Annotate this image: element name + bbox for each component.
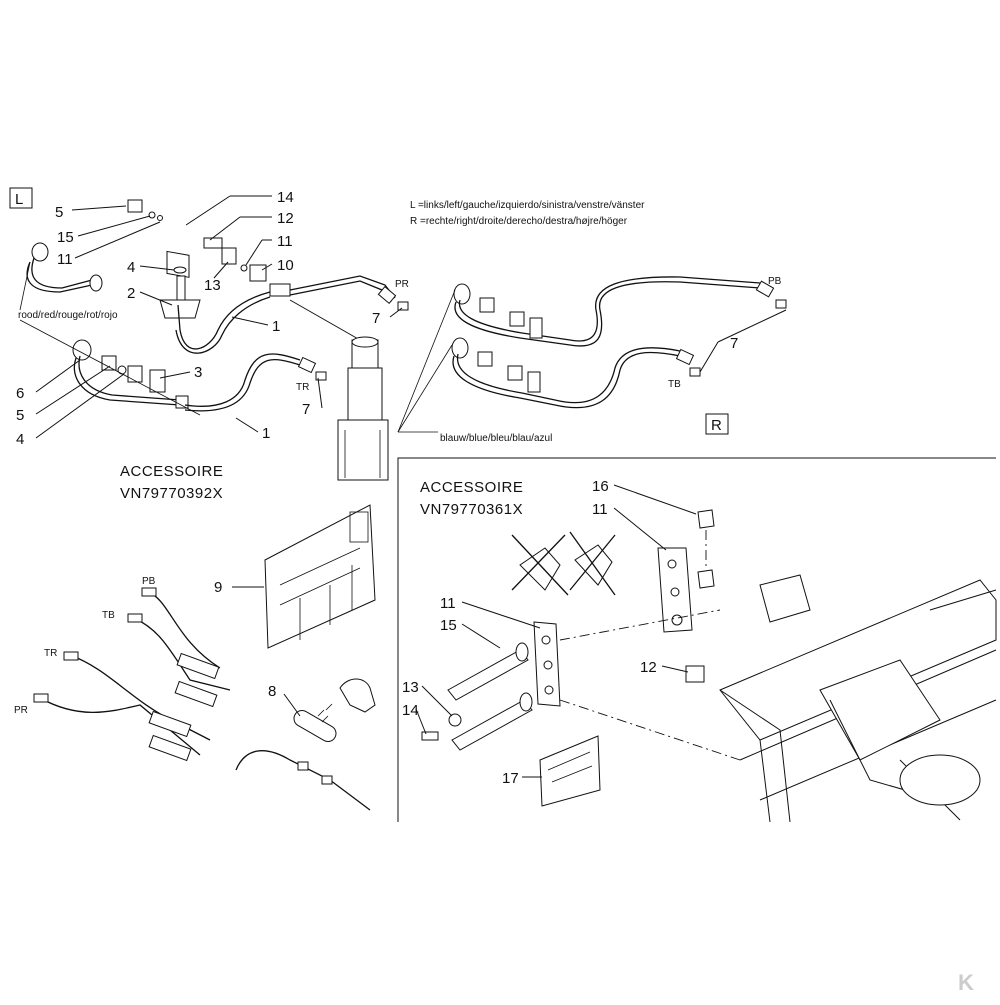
callout-11: 11 <box>57 251 73 268</box>
legend-right: R =rechte/right/droite/derecho/destra/hø… <box>410 216 628 227</box>
hose-label-tr: TR <box>44 648 57 659</box>
callout-12: 12 <box>277 210 294 227</box>
view-right: PB TB 7 blauw/blue/bleu/blau/azul R <box>397 276 787 444</box>
callout-11-upper: 11 <box>592 501 608 518</box>
callout-7b: 7 <box>302 401 310 418</box>
tee-fitting <box>269 283 291 297</box>
port-label-tr: TR <box>296 382 309 393</box>
pin-15-lower <box>451 699 533 751</box>
hose-upper-left <box>26 261 93 293</box>
view-right-tag-box <box>705 413 729 435</box>
hose-pr <box>39 697 201 756</box>
clip-16 <box>697 509 715 529</box>
callout-5b: 5 <box>16 407 24 424</box>
cylinder-base <box>337 419 389 481</box>
crossed-plate-2 <box>569 531 616 596</box>
callout-5: 5 <box>55 204 63 221</box>
callout-15: 15 <box>57 229 74 246</box>
cylinder-body <box>347 367 383 429</box>
fitting-4 <box>127 365 143 383</box>
seal-11 <box>240 264 248 272</box>
decal-17 <box>539 735 601 807</box>
washer-4 <box>173 266 187 274</box>
hose-right-lower <box>452 355 556 406</box>
accessory-right: ACCESSOIRE VN79770361X <box>397 457 997 823</box>
callout-3: 3 <box>194 364 202 381</box>
hose-color-label-red: rood/red/rouge/rot/rojo <box>18 310 118 321</box>
callout-11-lower: 11 <box>440 595 456 612</box>
bracket-3 <box>149 369 166 393</box>
accessory-right-title: ACCESSOIRE <box>420 479 523 496</box>
fitting-elbow-lower <box>72 339 92 361</box>
accessory-left: ACCESSOIRE VN79770392X 9 PB TB TR PR 8 <box>14 463 376 811</box>
callout-17: 17 <box>502 770 519 787</box>
callout-14: 14 <box>402 702 419 719</box>
view-left: L PR <box>9 187 409 481</box>
port-label-tb: TB <box>668 379 681 390</box>
block-14 <box>166 250 190 278</box>
accessory-left-title: ACCESSOIRE <box>120 463 223 480</box>
callout-15: 15 <box>440 617 457 634</box>
nut-12 <box>685 665 705 683</box>
callout-11b: 11 <box>277 233 293 250</box>
machine-frame <box>719 574 997 823</box>
port-label-pr: PR <box>395 279 409 290</box>
callout-14: 14 <box>277 189 294 206</box>
nut-6 <box>101 355 117 371</box>
pipe-right-upper <box>569 281 761 347</box>
pipe-right-lower <box>554 351 681 409</box>
hose-tb <box>133 617 231 691</box>
callout-8: 8 <box>268 683 276 700</box>
pin-15-upper <box>447 649 529 701</box>
view-right-tag: R <box>711 417 722 434</box>
bolt-14 <box>421 731 439 741</box>
callout-7-right: 7 <box>730 335 738 352</box>
heat-gun-icon <box>339 678 376 713</box>
washer-13 <box>448 713 462 727</box>
callout-16: 16 <box>592 478 609 495</box>
nut-upper <box>89 274 103 292</box>
hose-color-label-blue: blauw/blue/bleu/blau/azul <box>440 433 552 444</box>
view-left-tag: L <box>15 191 23 208</box>
decal-sheet-9 <box>264 504 376 649</box>
nut-10 <box>249 264 267 282</box>
accessory-right-code: VN79770361X <box>420 501 523 518</box>
callout-10: 10 <box>277 257 294 274</box>
accessory-left-code: VN79770392X <box>120 485 223 502</box>
callout-4: 4 <box>127 259 135 276</box>
callout-9: 9 <box>214 579 222 596</box>
legend: L =links/left/gauche/izquierdo/sinistra/… <box>410 200 645 227</box>
callout-1: 1 <box>272 318 280 335</box>
callout-2: 2 <box>127 285 135 302</box>
pipe-1-loop <box>177 291 271 350</box>
sleeve-8 <box>293 710 337 742</box>
pipe-1-lower <box>184 353 301 407</box>
fitting-elbow-right-lower <box>451 337 469 359</box>
hose-label-pb: PB <box>142 576 156 587</box>
fitting-elbow-right-upper <box>453 283 471 305</box>
fitting-5 <box>127 199 143 213</box>
callout-7: 7 <box>372 310 380 327</box>
callout-1b: 1 <box>262 425 270 442</box>
hose-label-pr: PR <box>14 705 28 716</box>
accessory-right-frame <box>397 457 996 822</box>
callout-13: 13 <box>204 277 221 294</box>
callout-4b: 4 <box>16 431 24 448</box>
valve-12 <box>203 237 223 249</box>
crossed-plate-1 <box>511 534 569 596</box>
view-left-tag-box <box>9 187 33 209</box>
callout-6: 6 <box>16 385 24 402</box>
fitting-13 <box>221 247 237 265</box>
port-label-pb: PB <box>768 276 782 287</box>
callout-13: 13 <box>402 679 419 696</box>
callout-12: 12 <box>640 659 657 676</box>
fitting-elbow-upper <box>31 242 49 262</box>
legend-left: L =links/left/gauche/izquierdo/sinistra/… <box>410 200 645 211</box>
hose-right-upper <box>454 301 571 346</box>
watermark-logo: K <box>958 970 974 995</box>
hose-label-tb: TB <box>102 610 115 621</box>
